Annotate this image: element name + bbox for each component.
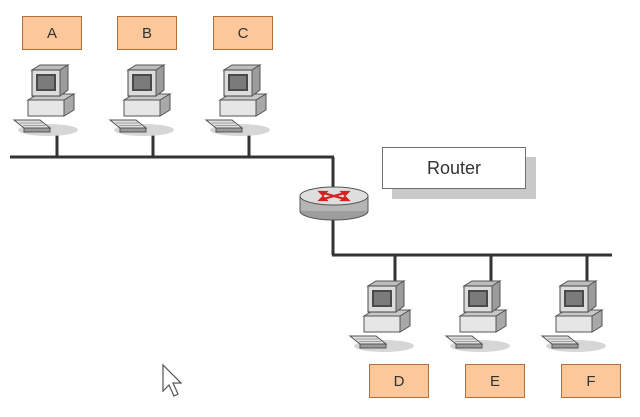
- computer-e-icon: [445, 280, 511, 353]
- mouse-cursor-icon: [162, 363, 183, 397]
- router-label: Router: [382, 147, 526, 189]
- computer-d-icon: [349, 280, 415, 353]
- computer-b-icon: [109, 64, 175, 137]
- computer-c-icon: [205, 64, 271, 137]
- router-icon: [299, 186, 369, 221]
- computer-e-label: E: [465, 364, 525, 398]
- computer-a-icon: [13, 64, 79, 137]
- computer-a-label: A: [22, 16, 82, 50]
- computer-b-label: B: [117, 16, 177, 50]
- computer-c-label: C: [213, 16, 273, 50]
- computer-f-label: F: [561, 364, 621, 398]
- computer-f-icon: [541, 280, 607, 353]
- computer-d-label: D: [369, 364, 429, 398]
